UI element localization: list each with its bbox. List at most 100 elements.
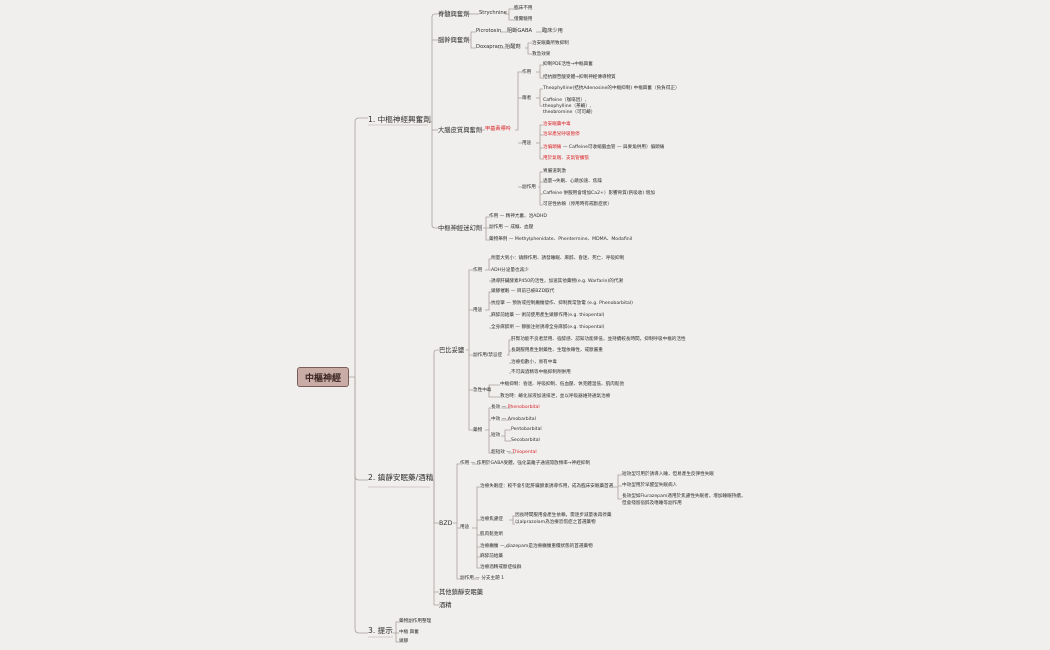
node-barb-contra[interactable]: 副作用/禁忌症 xyxy=(473,353,503,358)
node-xan-use-1[interactable]: 治安眠藥中毒 xyxy=(543,122,571,127)
node-doxapram-use-2[interactable]: 救急效果 xyxy=(532,52,551,57)
node-bzd-uses[interactable]: 用途 xyxy=(460,525,470,530)
node-bzd-se-text: 分支主題 1 xyxy=(481,576,505,581)
node-xan-mechanism[interactable]: 作用 xyxy=(522,70,532,75)
node-psycho-action-label: 作用 xyxy=(489,214,499,219)
node-psycho-examples-label: 藥物舉例 xyxy=(489,237,508,242)
topic-cns-stimulants[interactable]: 1. 中樞神經興奮劑 xyxy=(368,115,431,124)
node-strychnine-note-2[interactable]: 僅實驗用 xyxy=(514,17,533,22)
node-doxapram[interactable]: Doxapram xyxy=(476,44,503,50)
node-barb-action[interactable]: 作用 xyxy=(473,268,483,273)
topic-sedative-hypnotics[interactable]: 2. 鎮靜安眠藥/酒精 xyxy=(368,473,434,482)
node-xan-uses[interactable]: 用途 xyxy=(522,141,532,146)
node-bzd-muscle[interactable]: 肌肉鬆弛劑 xyxy=(480,532,503,537)
node-tip-3[interactable]: 鎮靜 xyxy=(399,639,409,644)
node-tip-1[interactable]: 藥物副作用整理 xyxy=(399,619,432,624)
node-xan-use-4[interactable]: 用於氣喘、支氣管擴張 xyxy=(543,156,589,161)
node-barb-tox-2[interactable]: 救治時：鹼化尿液加速排泄，並以呼吸器維持通氣治療 xyxy=(500,394,611,399)
node-barb-action-2[interactable]: ADH分泌量也減少 xyxy=(491,268,529,273)
node-methylxanthine[interactable]: 甲基黃嘌呤 xyxy=(485,126,511,132)
node-xan-se-3[interactable]: Caffeine 併服用會增加Ca2+）影響骨質(鈣吸收) 增加 xyxy=(543,191,655,196)
node-bzd-insomnia-long-2[interactable]: 但會殘留宿醉及嗜睡等副作用 xyxy=(622,501,682,506)
topic-bzd[interactable]: BZD xyxy=(439,520,453,527)
node-strychnine[interactable]: Strychnine xyxy=(479,10,507,16)
node-barb-use-3[interactable]: 麻醉前給藥 — 術前使用產生鎮靜作用(e.g. thiopental) xyxy=(491,313,605,318)
node-xan-se-4[interactable]: 可逆性依賴（停用時有戒斷症狀） xyxy=(543,202,612,207)
node-barb-long[interactable]: 長效 — Phenobarbital xyxy=(491,405,540,410)
node-pentobarbital[interactable]: Pentobarbital xyxy=(511,427,542,432)
node-barb-uses[interactable]: 用途 xyxy=(473,308,483,313)
node-barb-short[interactable]: 短效 xyxy=(491,433,501,438)
node-bzd-insomnia-short[interactable]: 短效型可用於誘導入睡，但易產生反彈性失眠 xyxy=(622,472,714,477)
node-picrotoxin[interactable]: Picrotoxin xyxy=(476,28,502,34)
node-bzd-insomnia[interactable]: 治療失眠症：較不會引起肝臟酵素誘導作用，成為臨床安眠藥首選 xyxy=(480,484,614,489)
node-barb-mid-label: 中效 xyxy=(491,417,501,422)
node-xan-structure[interactable]: 兩者 xyxy=(522,96,532,101)
node-barb-contra-2[interactable]: 長期服用產生耐藥性、生理依賴性，戒斷嚴重 xyxy=(511,348,603,353)
node-barb-ultra-label: 超短效 xyxy=(491,450,505,455)
node-secobarbital[interactable]: Secobarbital xyxy=(511,438,540,443)
node-barb-action-3[interactable]: 誘導肝臟酵素P450的活性，加速其他藥物(e.g. Warfarin)的代謝 xyxy=(491,279,623,284)
node-barb-use-2[interactable]: 抗痙攣 — 預防或控制癲癇發作、抑制異常放電 (e.g. Phenobarbit… xyxy=(491,301,633,306)
node-psycho-examples[interactable]: 藥物舉例 — Methylphenidate、Phentermine、MDMA、… xyxy=(489,237,633,242)
node-xan-use-3[interactable]: 治偏頭痛 — Caffeine可收縮腦血管 — 與麥角併用）偏頭痛 xyxy=(543,145,665,150)
topic-brainstem-stimulant[interactable]: 腦幹興奮劑 xyxy=(438,37,470,44)
node-tip-2[interactable]: 中樞 興奮 xyxy=(399,630,419,635)
node-xan-use-2[interactable]: 治早產兒呼吸暫停 xyxy=(543,132,580,137)
node-barb-intermediate[interactable]: 中效 — Amobarbital xyxy=(491,417,536,422)
node-barb-use-4[interactable]: 全身麻醉劑 — 靜脈注射誘導全身麻醉(e.g. thiopental) xyxy=(491,325,605,330)
node-bzd-action[interactable]: 作用 — 作用於GABA受體，強化氯離子通道開放頻率→神經抑制 xyxy=(460,461,591,466)
node-xan-compounds-1[interactable]: Caffeine（咖啡因）, xyxy=(543,98,587,103)
node-doxapram-use-1[interactable]: 治安眠藥所致抑制 xyxy=(532,41,569,46)
node-psycho-se-text: 成癮、血壓 xyxy=(510,225,534,230)
node-picrotoxin-mech[interactable]: 阻斷GABA xyxy=(507,28,533,34)
node-bzd-side-effects[interactable]: 副作用 — 分支主題 1 xyxy=(460,576,505,581)
node-barb-contra-1[interactable]: 肝腎功能不良者禁用、宿醉感、認知功能降低，並持續較長時間，抑制呼吸中樞的活性 xyxy=(511,337,686,342)
topic-other-sedatives[interactable]: 其他鎮靜安眠藥 xyxy=(439,589,484,596)
node-psycho-examples-text: Methylphenidate、Phentermine、MDMA、Modafin… xyxy=(514,237,633,242)
node-xan-theophylline[interactable]: Theophylline(拮抗Adenosine的中樞抑制) 中樞興奮（負負得正… xyxy=(543,86,680,91)
topic-spinal-stimulant[interactable]: 脊髓興奮劑 xyxy=(438,11,470,18)
node-psycho-action[interactable]: 作用 — 精神亢奮、治ADHD xyxy=(489,214,547,219)
node-psycho-action-text: 精神亢奮、治ADHD xyxy=(505,214,547,219)
node-bzd-action-text: 作用於GABA受體，強化氯離子通道開放頻率→神經抑制 xyxy=(476,461,591,466)
node-bzd-epilepsy-label: 治療癲癇 xyxy=(480,544,499,549)
node-bzd-insomnia-long-1[interactable]: 長效型如Flurazepam適用於焦慮性失眠者，增加睡眠持續， xyxy=(622,494,746,499)
topic-psychostimulant[interactable]: 中樞神經迷幻劑 xyxy=(438,225,483,232)
node-xan-compounds-3[interactable]: theobromine（可可鹼） xyxy=(543,110,596,115)
node-bzd-insomnia-mid[interactable]: 中效型用於早醒型失眠病人 xyxy=(622,483,678,488)
node-psycho-side-effects[interactable]: 副作用 — 成癮、血壓 xyxy=(489,225,534,230)
node-xan-se-1[interactable]: 胃腸道刺激 xyxy=(543,169,566,174)
node-bzd-withdrawal[interactable]: 治療酒精戒斷症候群 xyxy=(480,565,522,570)
node-barb-use-1[interactable]: 鎮靜催眠 — 目前已被BZD取代 xyxy=(491,289,555,294)
node-bzd-anxiety-1[interactable]: 因長時間服用會產生依賴，需逐步減量後再停藥 xyxy=(515,513,612,518)
node-barb-ultrashort[interactable]: 超短效 — Thiopental xyxy=(491,450,537,455)
node-barb-action-1[interactable]: 劑量大到小：鎮靜作用、誘發睡眠、麻醉、昏迷、死亡、呼吸抑制 xyxy=(491,256,625,261)
node-xan-mech-2[interactable]: 拮抗腺苷酸受體→抑制神經傳導物質 xyxy=(543,75,616,80)
node-barb-tox-1[interactable]: 中樞抑制：昏迷、呼吸抑制、低血壓、休克體溫低、肌肉鬆弛 xyxy=(500,382,625,387)
topic-barbiturates[interactable]: 巴比妥鹽 xyxy=(439,347,465,354)
node-amobarbital: Amobarbital xyxy=(507,417,536,422)
node-xan-use-3-label: 治偏頭痛 xyxy=(543,145,562,150)
node-bzd-action-label: 作用 xyxy=(460,461,470,466)
node-barb-drugs[interactable]: 藥物 xyxy=(473,428,483,433)
node-thiopental: Thiopental xyxy=(512,450,537,455)
node-barb-contra-3[interactable]: 治療指數小，易有中毒 xyxy=(511,360,557,365)
node-bzd-epilepsy[interactable]: 治療癲癇 — diazepam是治療癲癇重積狀態的首選藥物 xyxy=(480,544,593,549)
node-bzd-anxiety[interactable]: 治療焦慮症 xyxy=(480,517,503,522)
root-topic[interactable]: 中樞神經 xyxy=(297,367,349,387)
node-bzd-premed[interactable]: 麻醉前給藥 xyxy=(480,554,503,559)
topic-alcohol[interactable]: 酒精 xyxy=(439,602,452,609)
node-xan-se-2[interactable]: 過量→失眠、心跳加速、焦躁 xyxy=(543,179,602,184)
node-doxapram-type[interactable]: 抬醒劑 xyxy=(505,44,521,50)
node-picrotoxin-use[interactable]: 臨床少用 xyxy=(542,28,563,34)
node-xan-mech-1[interactable]: 抑制PDE活性→中樞興奮 xyxy=(543,62,593,67)
node-strychnine-note-1[interactable]: 臨床不用 xyxy=(514,6,533,11)
topic-cortex-stimulant[interactable]: 大腦皮質興奮劑 xyxy=(438,127,483,134)
node-barb-contra-4[interactable]: 不可與酒精等中樞抑制劑併用 xyxy=(511,370,571,375)
node-barb-toxicity[interactable]: 急性中毒 xyxy=(473,388,492,393)
node-bzd-anxiety-2[interactable]: 以alprazolam為治療恐慌症之首選藥物 xyxy=(515,520,596,525)
topic-tips[interactable]: 3. 提示 xyxy=(368,626,393,635)
node-xan-compounds-2[interactable]: theophylline（茶鹼）, xyxy=(543,104,592,109)
node-xan-side-effects[interactable]: 副作用 xyxy=(522,185,536,190)
